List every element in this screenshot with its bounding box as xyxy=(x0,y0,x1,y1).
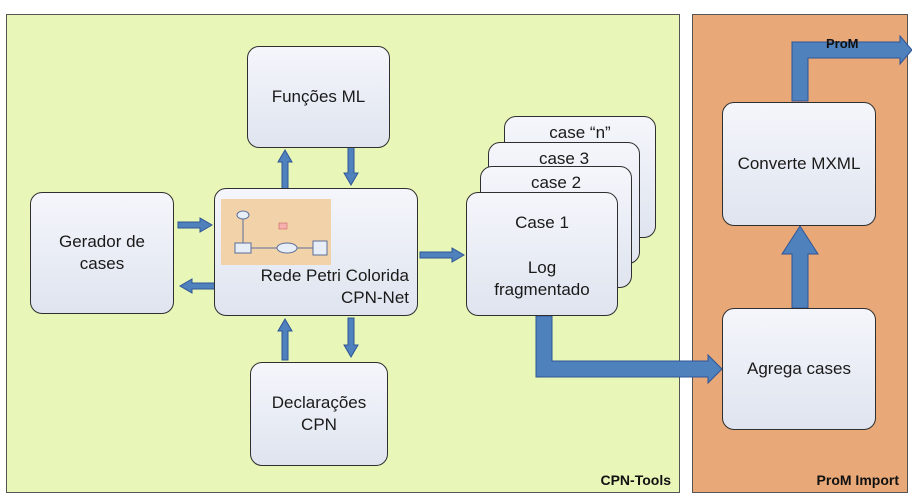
gerador-cases-box: Gerador de cases xyxy=(30,192,174,314)
funcoes-ml-label: Funções ML xyxy=(271,87,366,106)
converte-mxml-label: Converte MXML xyxy=(737,154,861,173)
arrow-right-to-case1 xyxy=(419,247,465,263)
case-n-label: case “n” xyxy=(549,123,611,142)
prom-import-label: ProM Import xyxy=(816,472,899,488)
case-1-card: Case 1 Log fragmentado xyxy=(466,192,618,316)
arrow-down-from-funcoes xyxy=(343,144,359,186)
prom-output-label: ProM xyxy=(826,36,859,51)
declaracoes-cpn-box: Declarações CPN xyxy=(250,362,388,466)
agrega-cases-label: Agrega cases xyxy=(747,359,851,378)
case-1-title: Case 1 xyxy=(515,213,569,232)
agrega-cases-box: Agrega cases xyxy=(722,308,876,430)
case-1-body: Log fragmentado xyxy=(494,258,590,299)
rede-petri-box: Rede Petri Colorida CPN-Net xyxy=(214,188,418,316)
gerador-cases-label: Gerador de cases xyxy=(59,232,145,273)
arrow-case1-to-agrega xyxy=(535,315,723,385)
rede-petri-label-1: Rede Petri Colorida xyxy=(260,266,409,285)
arrow-down-to-declaracoes xyxy=(343,317,359,358)
petri-net-thumbnail xyxy=(221,199,331,265)
arrow-left-to-gerador xyxy=(179,278,217,294)
arrow-agrega-to-converte xyxy=(781,225,819,309)
case-3-label: case 3 xyxy=(538,149,590,168)
petri-net-sketch-icon xyxy=(234,210,328,256)
rede-petri-label-2: CPN-Net xyxy=(340,288,409,307)
cpn-tools-label: CPN-Tools xyxy=(600,472,671,488)
funcoes-ml-box: Funções ML xyxy=(247,46,390,148)
arrow-up-to-rede xyxy=(277,318,293,361)
declaracoes-cpn-label: Declarações CPN xyxy=(271,393,367,434)
converte-mxml-box: Converte MXML xyxy=(722,102,876,226)
arrow-converte-to-prom xyxy=(791,34,912,102)
arrow-up-to-funcoes xyxy=(277,149,293,191)
case-2-label: case 2 xyxy=(530,173,582,192)
arrow-right-to-rede xyxy=(177,217,213,233)
